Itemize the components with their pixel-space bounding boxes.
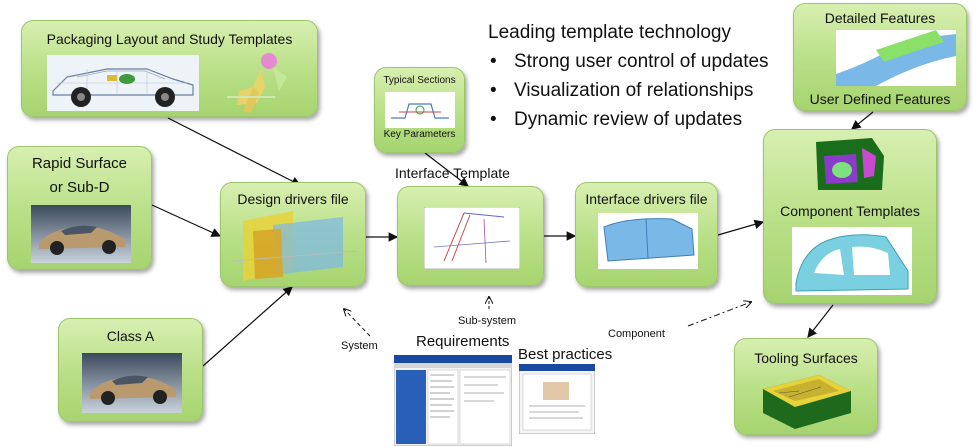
typical-sections-node: Typical Sections Key Parameters xyxy=(374,67,465,153)
arrow-drivers-to-component xyxy=(717,219,765,236)
dashed-arrow-system xyxy=(344,309,371,337)
rendered-car-image xyxy=(82,353,182,413)
arrow-rapid-to-design xyxy=(151,204,222,237)
rapid-surface-node: Rapid Surface or Sub-D xyxy=(7,146,152,270)
interface-template-image xyxy=(424,207,520,269)
arrow-features-to-component xyxy=(851,111,874,130)
rendered-car-image xyxy=(31,205,131,263)
node-label: Component Templates xyxy=(780,203,920,219)
system-note: System xyxy=(341,340,378,352)
vehicle-packaging-image xyxy=(47,55,199,111)
best-practices-note: Best practices xyxy=(518,346,613,363)
node-label: Interface drivers file xyxy=(585,191,708,207)
subsystem-note: Sub-system xyxy=(458,315,517,327)
component-note: Component xyxy=(608,328,665,340)
node-label-line2: or Sub-D xyxy=(49,179,110,196)
bullet-item: •Dynamic review of updates xyxy=(490,109,743,130)
arrow-component-to-tooling xyxy=(807,304,834,338)
bullet-list-title: Leading template technology xyxy=(488,22,731,43)
bullet-item: •Visualization of relationships xyxy=(490,80,754,101)
node-label-top: Detailed Features xyxy=(824,10,936,26)
interface-drivers-node: Interface drivers file xyxy=(575,182,718,287)
door-inner-image xyxy=(816,138,884,190)
tooling-surfaces-node: Tooling Surfaces xyxy=(734,338,878,435)
detailed-features-node: Detailed Features User Defined Features xyxy=(793,3,967,111)
body-side-frame-image xyxy=(792,227,912,295)
dashed-arrow-component xyxy=(687,302,751,327)
node-label: Design drivers file xyxy=(237,191,349,207)
tooling-die-image xyxy=(763,375,851,429)
component-templates-node: Component Templates xyxy=(763,129,937,304)
arrow-classa-to-design xyxy=(202,286,293,367)
arrow-packaging-to-design xyxy=(167,117,302,186)
interface-template-label: Interface Template xyxy=(395,165,510,181)
node-label: Tooling Surfaces xyxy=(754,350,858,366)
design-drivers-node: Design drivers file xyxy=(220,182,366,287)
arrow-sections-to-template xyxy=(424,152,469,187)
design-drivers-geometry-image xyxy=(233,211,357,281)
node-label-line1: Rapid Surface xyxy=(31,155,128,172)
body-side-panel-image xyxy=(598,213,698,269)
node-label: Packaging Layout and Study Templates xyxy=(46,31,293,47)
interface-template-node xyxy=(397,186,544,286)
class-a-node: Class A xyxy=(58,318,203,422)
node-label-top: Typical Sections xyxy=(383,75,456,86)
bullet-item: •Strong user control of updates xyxy=(490,51,769,72)
requirements-note: Requirements xyxy=(416,333,510,350)
node-label: Class A xyxy=(106,328,155,344)
requirements-screenshot-image xyxy=(394,355,512,446)
occupant-study-image xyxy=(227,53,287,113)
feature-bullet-list: Leading template technology •Strong user… xyxy=(488,18,769,134)
section-profile-image xyxy=(385,92,455,128)
best-practices-screenshot-image xyxy=(519,364,595,434)
feature-detail-image xyxy=(836,30,956,86)
node-label-bottom: Key Parameters xyxy=(383,129,456,140)
node-label-bottom: User Defined Features xyxy=(809,91,951,107)
packaging-templates-node: Packaging Layout and Study Templates xyxy=(21,20,318,117)
